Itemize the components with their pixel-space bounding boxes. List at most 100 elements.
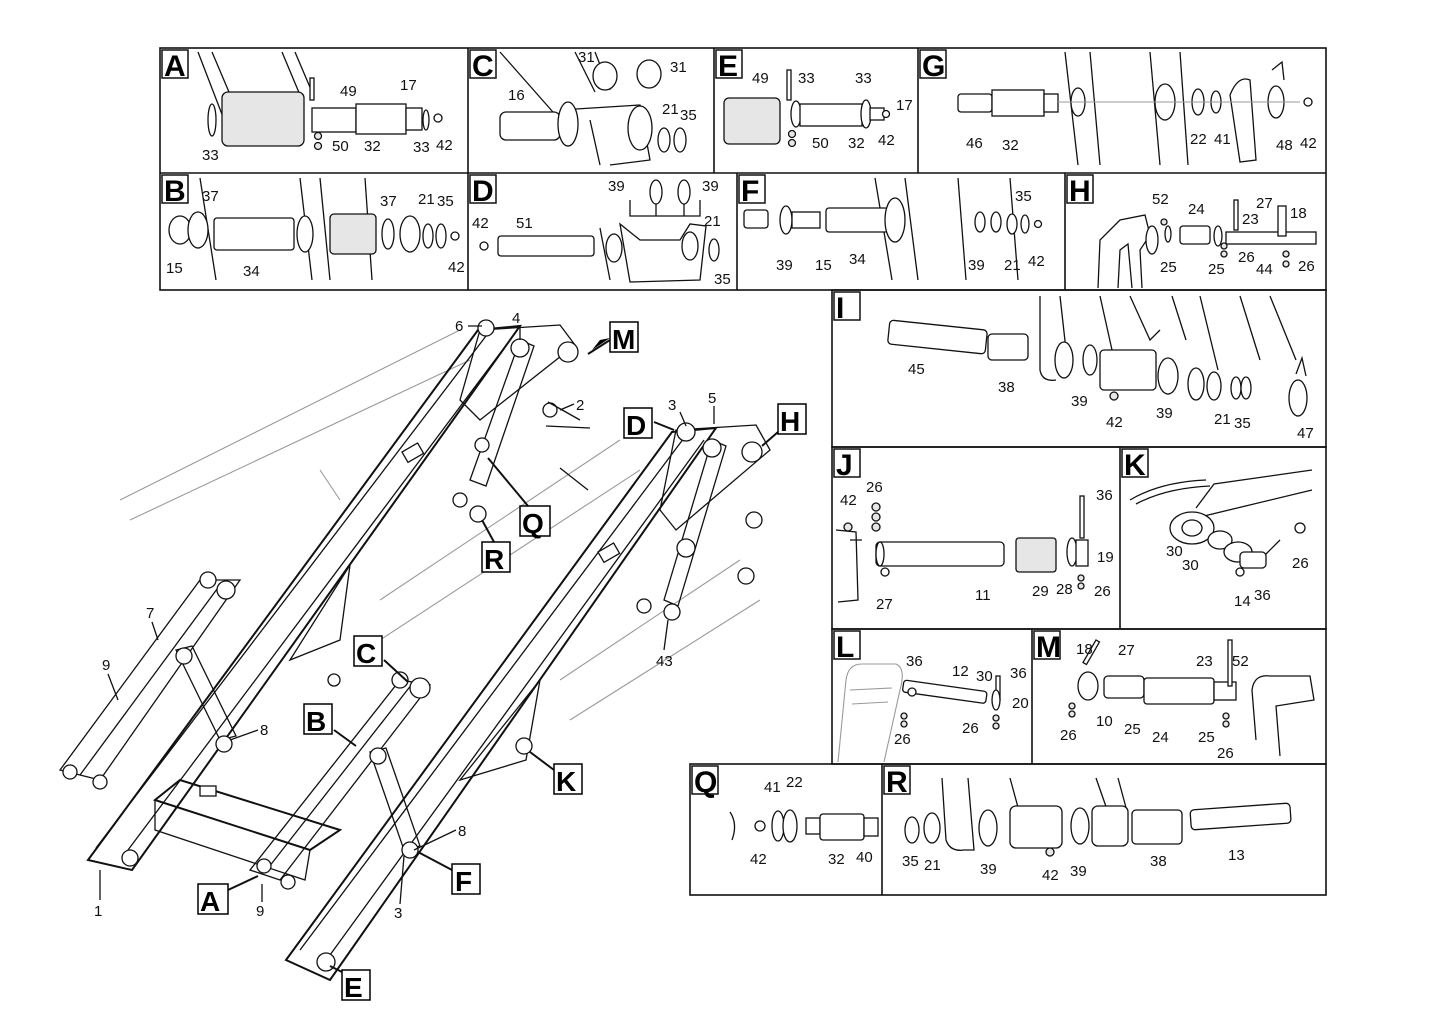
part-label: 23: [1196, 653, 1213, 670]
part-label: 32: [1002, 137, 1019, 154]
part-label: 32: [828, 851, 845, 868]
main-assembly: [58, 319, 771, 982]
part-label: 33: [855, 70, 872, 87]
part-label: 32: [848, 135, 865, 152]
part-label: 35: [680, 107, 697, 124]
part-label: 5: [708, 390, 716, 407]
part-label: 29: [1032, 583, 1049, 600]
panel-L: L 36 12 30 36 20 26 26: [833, 630, 1029, 763]
panel-G: G 46 32 22 41 48 42: [919, 49, 1317, 166]
panel-frames: [159, 47, 1327, 896]
part-label: 32: [364, 138, 381, 155]
part-label: 25: [1160, 259, 1177, 276]
panel-A-letter: A: [164, 50, 186, 83]
part-label: 21: [924, 857, 941, 874]
panel-E: E 49 33 33 17 50 32 42: [715, 49, 913, 152]
callout-K: K: [556, 766, 576, 797]
part-label: 21: [704, 213, 721, 230]
part-label: 45: [908, 361, 925, 378]
part-label: 25: [1198, 729, 1215, 746]
panel-M: M 18 27 23 52 26 10 25 24 25 26: [1033, 630, 1315, 762]
part-label: 40: [856, 849, 873, 866]
part-label: 26: [1298, 258, 1315, 275]
part-label: 42: [1106, 414, 1123, 431]
part-label: 33: [798, 70, 815, 87]
part-label: 26: [962, 720, 979, 737]
part-label: 36: [906, 653, 923, 670]
part-label: 35: [902, 853, 919, 870]
callout-F: F: [455, 866, 472, 897]
part-label: 42: [750, 851, 767, 868]
part-label: 33: [413, 139, 430, 156]
part-label: 30: [1182, 557, 1199, 574]
part-label: 26: [1094, 583, 1111, 600]
part-label: 47: [1297, 425, 1314, 442]
part-label: 8: [458, 823, 466, 840]
panel-B: B 37 37 21 35 15 34 42: [161, 174, 465, 281]
part-label: 49: [752, 70, 769, 87]
part-label: 14: [1234, 593, 1251, 610]
panel-Q-letter: Q: [694, 766, 717, 799]
part-label: 48: [1276, 137, 1293, 154]
part-label: 26: [1292, 555, 1309, 572]
part-label: 38: [1150, 853, 1167, 870]
part-label: 20: [1012, 695, 1029, 712]
part-label: 3: [394, 905, 402, 922]
part-label: 21: [662, 101, 679, 118]
panel-F: F 35 39 15 34 39 21 42: [738, 174, 1045, 281]
part-label: 36: [1096, 487, 1113, 504]
part-label: 19: [1097, 549, 1114, 566]
part-label: 24: [1152, 729, 1169, 746]
part-label: 17: [400, 77, 417, 94]
part-label: 42: [840, 492, 857, 509]
part-label: 38: [998, 379, 1015, 396]
part-label: 35: [1234, 415, 1251, 432]
callout-B: B: [306, 706, 326, 737]
part-label: 39: [1070, 863, 1087, 880]
part-label: 26: [1238, 249, 1255, 266]
part-label: 6: [455, 318, 463, 335]
panel-C-letter: C: [472, 50, 494, 83]
part-label: 26: [1217, 745, 1234, 762]
part-label: 22: [786, 774, 803, 791]
panel-D-letter: D: [472, 175, 494, 208]
panel-K-letter: K: [1124, 449, 1146, 482]
part-label: 42: [878, 132, 895, 149]
callout-H: H: [780, 406, 800, 437]
part-label: 36: [1254, 587, 1271, 604]
callout-A: A: [200, 886, 220, 917]
panel-R-letter: R: [886, 766, 908, 799]
part-label: 36: [1010, 665, 1027, 682]
panel-J-letter: J: [836, 449, 853, 482]
part-label: 17: [896, 97, 913, 114]
part-label: 8: [260, 722, 268, 739]
panel-M-letter: M: [1036, 631, 1061, 664]
part-label: 31: [578, 49, 595, 66]
part-label: 30: [976, 668, 993, 685]
callout-R: R: [484, 544, 504, 575]
part-label: 35: [714, 271, 731, 288]
part-label: 52: [1152, 191, 1169, 208]
part-label: 21: [418, 191, 435, 208]
callout-D: D: [626, 410, 646, 441]
part-label: 13: [1228, 847, 1245, 864]
part-label: 12: [952, 663, 969, 680]
part-label: 35: [437, 193, 454, 210]
part-label: 42: [1042, 867, 1059, 884]
part-label: 18: [1076, 641, 1093, 658]
part-label: 42: [1028, 253, 1045, 270]
main-part-numbers: 6 4 2 3 5 7 9 8 8 43 1 9 3: [94, 310, 716, 922]
part-label: 34: [849, 251, 866, 268]
part-label: 27: [1256, 195, 1273, 212]
part-label: 21: [1004, 257, 1021, 274]
part-label: 23: [1242, 211, 1259, 228]
part-label: 41: [764, 779, 781, 796]
part-label: 3: [668, 397, 676, 414]
part-label: 39: [608, 178, 625, 195]
part-label: 37: [202, 188, 219, 205]
part-label: 25: [1124, 721, 1141, 738]
part-label: 35: [1015, 188, 1032, 205]
callout-M: M: [612, 324, 635, 355]
part-label: 39: [702, 178, 719, 195]
